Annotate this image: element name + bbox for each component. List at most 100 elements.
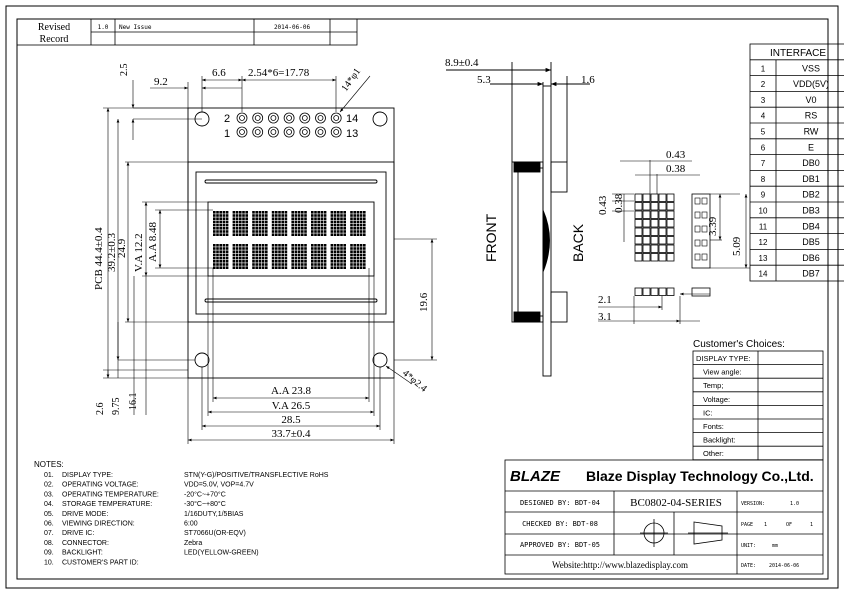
lcd-dot [271, 253, 275, 257]
lcd-dot [239, 211, 242, 214]
lcd-dot [275, 233, 278, 236]
notes-title: NOTES: [34, 460, 64, 469]
lcd-dot [291, 220, 294, 224]
lcd-dot [323, 223, 327, 227]
lcd-dot [301, 211, 304, 214]
lcd-dot [311, 263, 314, 266]
lcd-dot [340, 230, 343, 233]
lcd-dot [311, 247, 314, 250]
choice-label: Other: [703, 449, 724, 458]
note-label: DRIVE MODE: [62, 511, 108, 518]
lcd-dot [314, 217, 317, 220]
pin-label-13: 13 [346, 128, 358, 140]
dim-28-5: 28.5 [281, 414, 301, 426]
lcd-dot [304, 247, 307, 250]
lcd-dot [239, 214, 242, 217]
revision-label-1: Revised [38, 22, 70, 33]
inner-border [16, 18, 829, 580]
lcd-dot [359, 250, 363, 253]
lcd-dot [245, 223, 248, 227]
lcd-dot [278, 214, 281, 217]
interface-frame [749, 43, 844, 282]
lcd-dot [219, 211, 222, 214]
lcd-dot [278, 233, 281, 236]
lcd-dot [291, 253, 294, 257]
detail-dot [658, 244, 667, 253]
lcd-dot [252, 223, 255, 227]
lcd-dot [330, 217, 334, 220]
note-value: STN(Y-G)/POSITIVE/TRANSFLECTIVE RoHS [184, 472, 329, 479]
interface-signal: VDD(5V) [793, 79, 829, 89]
lcd-dot [261, 244, 265, 247]
dim-2-5: 2.5 [119, 64, 130, 77]
lcd-dot [261, 220, 265, 224]
lcd-dot [317, 256, 320, 260]
note-label: OPERATING VOLTAGE: [62, 482, 139, 489]
lcd-dot [265, 250, 268, 253]
lcd-dot [245, 247, 248, 250]
lcd-dot [216, 247, 219, 250]
lcd-dot [323, 253, 327, 257]
lcd-dot [281, 263, 284, 266]
lcd-dot [317, 227, 320, 230]
lcd-dot [213, 233, 216, 236]
lcd-dot [271, 256, 275, 260]
lcd-dot [320, 266, 324, 269]
lcd-dot [235, 220, 239, 224]
part-number: BC0802-04-SERIES [630, 497, 722, 509]
lcd-dot [265, 227, 268, 230]
lcd-dot [222, 266, 226, 269]
detail-dot [666, 219, 675, 228]
lcd-dot [323, 220, 327, 224]
lcd-dot [245, 217, 248, 220]
note-number: 08. [44, 540, 54, 547]
lcd-dot [252, 263, 255, 266]
lcd-dot [242, 250, 245, 253]
lcd-dot [301, 250, 304, 253]
lcd-dot [311, 220, 314, 224]
lcd-dot [284, 217, 288, 220]
lcd-dot [314, 211, 317, 214]
lcd-dot [353, 233, 356, 236]
lcd-dot [216, 223, 219, 227]
lcd-dot [337, 211, 340, 214]
lcd-dot [353, 211, 356, 214]
dim-dot-0-38: 0.38 [666, 163, 686, 175]
lcd-dot [216, 260, 219, 263]
lcd-dot [363, 247, 366, 250]
interface-signal: RS [805, 111, 818, 121]
lcd-dot [343, 217, 346, 220]
char-mark [694, 239, 701, 247]
dim-16-1: 16.1 [128, 393, 139, 411]
lcd-dot [337, 217, 340, 220]
lcd-dot [265, 233, 268, 236]
pin-hole [239, 129, 245, 135]
lcd-dot [320, 220, 324, 224]
page-value: 1 [764, 522, 767, 528]
dim-14-phi-1: 14*φ1 [339, 66, 363, 93]
lcd-dot [235, 233, 239, 236]
lcd-dot [252, 247, 255, 250]
lcd-dot [353, 230, 356, 233]
lcd-dot [281, 266, 284, 269]
lcd-dot [278, 223, 281, 227]
lcd-dot [294, 253, 298, 257]
lcd-dot [278, 250, 281, 253]
lcd-dot [216, 233, 219, 236]
dim-6-6: 6.6 [212, 67, 226, 79]
dim-side-5-3: 5.3 [477, 74, 491, 86]
lcd-dot [252, 230, 255, 233]
lcd-dot [353, 266, 356, 269]
pin-pad [252, 126, 264, 138]
company-logo: BLAZE [510, 468, 561, 485]
lcd-dot [222, 250, 226, 253]
lcd-dot [281, 260, 284, 263]
lcd-dot [301, 223, 304, 227]
lcd-dot [311, 230, 314, 233]
lcd-dot [239, 260, 242, 263]
lcd-dot [301, 214, 304, 217]
lcd-dot [225, 211, 229, 214]
lcd-dot [314, 266, 317, 269]
lcd-dot [255, 247, 258, 250]
lcd-dot [301, 260, 304, 263]
